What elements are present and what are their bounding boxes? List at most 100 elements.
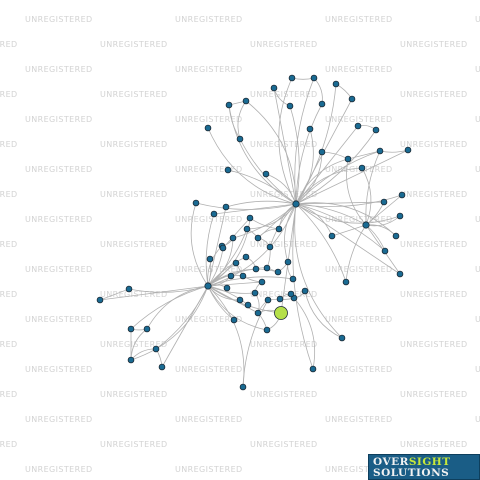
graph-node[interactable] [348,95,356,103]
graph-node[interactable] [254,234,262,242]
graph-node[interactable] [289,275,297,283]
graph-node[interactable] [232,259,240,267]
watermark-text: UNREGISTERED [175,165,243,174]
graph-node[interactable] [306,125,314,133]
graph-node[interactable] [254,309,262,317]
graph-node[interactable] [310,74,318,82]
graph-node[interactable] [398,191,406,199]
graph-node[interactable] [338,334,346,342]
graph-node[interactable] [342,278,350,286]
graph-node[interactable] [372,126,380,134]
graph-node[interactable] [242,253,250,261]
graph-node[interactable] [192,199,200,207]
graph-edge [225,200,297,208]
graph-edge [294,203,343,339]
watermark-text: UNREGISTERED [325,115,393,124]
graph-node[interactable] [288,74,296,82]
graph-node[interactable] [358,164,366,172]
graph-node[interactable] [222,203,230,211]
watermark-text: UNREGISTERED [100,240,168,249]
graph-node[interactable] [287,290,295,298]
graph-node[interactable] [404,146,412,154]
graph-node[interactable] [152,345,160,353]
focus-entity-node[interactable] [274,306,288,320]
graph-node[interactable] [332,80,340,88]
graph-edge [365,224,397,237]
graph-node[interactable] [309,365,317,373]
graph-node[interactable] [301,287,309,295]
graph-hub-node[interactable] [204,282,212,290]
graph-node[interactable] [239,383,247,391]
graph-node[interactable] [219,244,227,252]
graph-node[interactable] [242,97,250,105]
graph-node[interactable] [251,289,259,297]
graph-node[interactable] [243,225,251,233]
graph-node[interactable] [396,212,404,220]
logo-text-sight: SIGHT [408,456,451,468]
watermark-text: UNREGISTERED [100,190,168,199]
graph-node[interactable] [252,265,260,273]
graph-node[interactable] [262,170,270,178]
watermark-text: UNREGISTERED [250,90,318,99]
graph-node[interactable] [263,326,271,334]
graph-node[interactable] [143,325,151,333]
watermark-text: UNREGISTERED [0,340,18,349]
graph-node[interactable] [206,255,214,263]
watermark-text: UNREGISTERED [25,365,93,374]
watermark-text: UNREGISTERED [25,15,93,24]
graph-node[interactable] [318,100,326,108]
graph-node[interactable] [380,198,388,206]
graph-node[interactable] [275,225,283,233]
graph-node[interactable] [276,295,284,303]
graph-node[interactable] [263,264,271,272]
watermark-text: UNREGISTERED [175,365,243,374]
graph-node[interactable] [224,166,232,174]
graph-node[interactable] [376,147,384,155]
graph-hub-node[interactable] [362,221,370,229]
graph-edge [284,203,297,263]
watermark-text: UNREGISTERED [0,240,18,249]
graph-node[interactable] [258,278,266,286]
graph-node[interactable] [246,214,254,222]
graph-node[interactable] [392,232,400,240]
graph-node[interactable] [227,272,235,280]
graph-node[interactable] [328,232,336,240]
watermark-text: UNREGISTERED [475,115,480,124]
graph-edge [207,285,256,294]
graph-hub-node[interactable] [292,200,300,208]
graph-node[interactable] [286,102,294,110]
watermark-text: UNREGISTERED [400,90,468,99]
graph-node[interactable] [158,363,166,371]
graph-node[interactable] [229,234,237,242]
graph-node[interactable] [270,84,278,92]
graph-node[interactable] [225,101,233,109]
watermark-text: UNREGISTERED [0,40,18,49]
graph-edge [242,299,269,388]
graph-node[interactable] [318,148,326,156]
graph-edge [130,285,209,361]
graph-node[interactable] [344,155,352,163]
graph-node[interactable] [266,243,274,251]
graph-node[interactable] [396,270,404,278]
graph-node[interactable] [264,296,272,304]
watermark-text: UNREGISTERED [0,290,18,299]
graph-node[interactable] [223,284,231,292]
graph-node[interactable] [284,258,292,266]
graph-edge [207,245,223,287]
graph-node[interactable] [210,210,218,218]
graph-node[interactable] [354,122,362,130]
graph-node[interactable] [381,247,389,255]
graph-edge [280,203,297,314]
graph-node[interactable] [236,135,244,143]
graph-node[interactable] [236,296,244,304]
graph-node[interactable] [96,296,104,304]
graph-node[interactable] [230,316,238,324]
graph-node[interactable] [125,285,133,293]
graph-node[interactable] [239,272,247,280]
graph-node[interactable] [274,268,282,276]
watermark-text: UNREGISTERED [25,265,93,274]
graph-node[interactable] [244,301,252,309]
graph-node[interactable] [127,356,135,364]
graph-node[interactable] [204,124,212,132]
graph-node[interactable] [127,325,135,333]
